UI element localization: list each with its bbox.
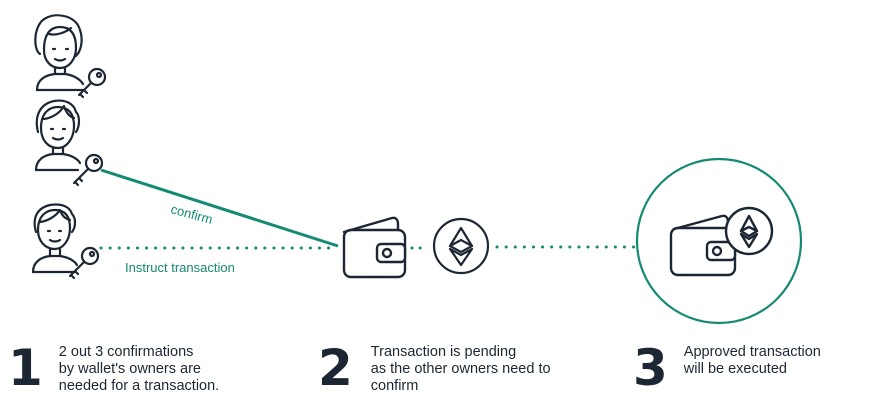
man-avatar-icon (31, 203, 79, 274)
instruct-label: Instruct transaction (125, 260, 235, 275)
approved-circle (635, 157, 803, 325)
man-avatar-icon (34, 99, 82, 172)
ethereum-icon (432, 217, 490, 275)
key-icon (72, 153, 104, 187)
step-description: 2 out 3 confirmations by wallet's owners… (58, 344, 220, 394)
step-description: Approved transaction will be executed (683, 344, 821, 377)
wallet-icon (342, 216, 407, 279)
step-number: 3 (633, 339, 668, 397)
confirm-line (100, 168, 339, 248)
step-1: 1 2 out 3 confirmations by wallet's owne… (8, 339, 220, 397)
step-3: 3 Approved transaction will be executed (633, 339, 821, 397)
woman-avatar-icon (34, 14, 85, 92)
approved-wallet-icon (669, 206, 774, 277)
step-2: 2 Transaction is pending as the other ow… (318, 339, 551, 397)
step-description: Transaction is pending as the other owne… (370, 344, 551, 394)
key-icon (68, 246, 100, 280)
key-icon (77, 67, 107, 99)
step-number: 2 (318, 339, 353, 397)
step-number: 1 (8, 339, 43, 397)
